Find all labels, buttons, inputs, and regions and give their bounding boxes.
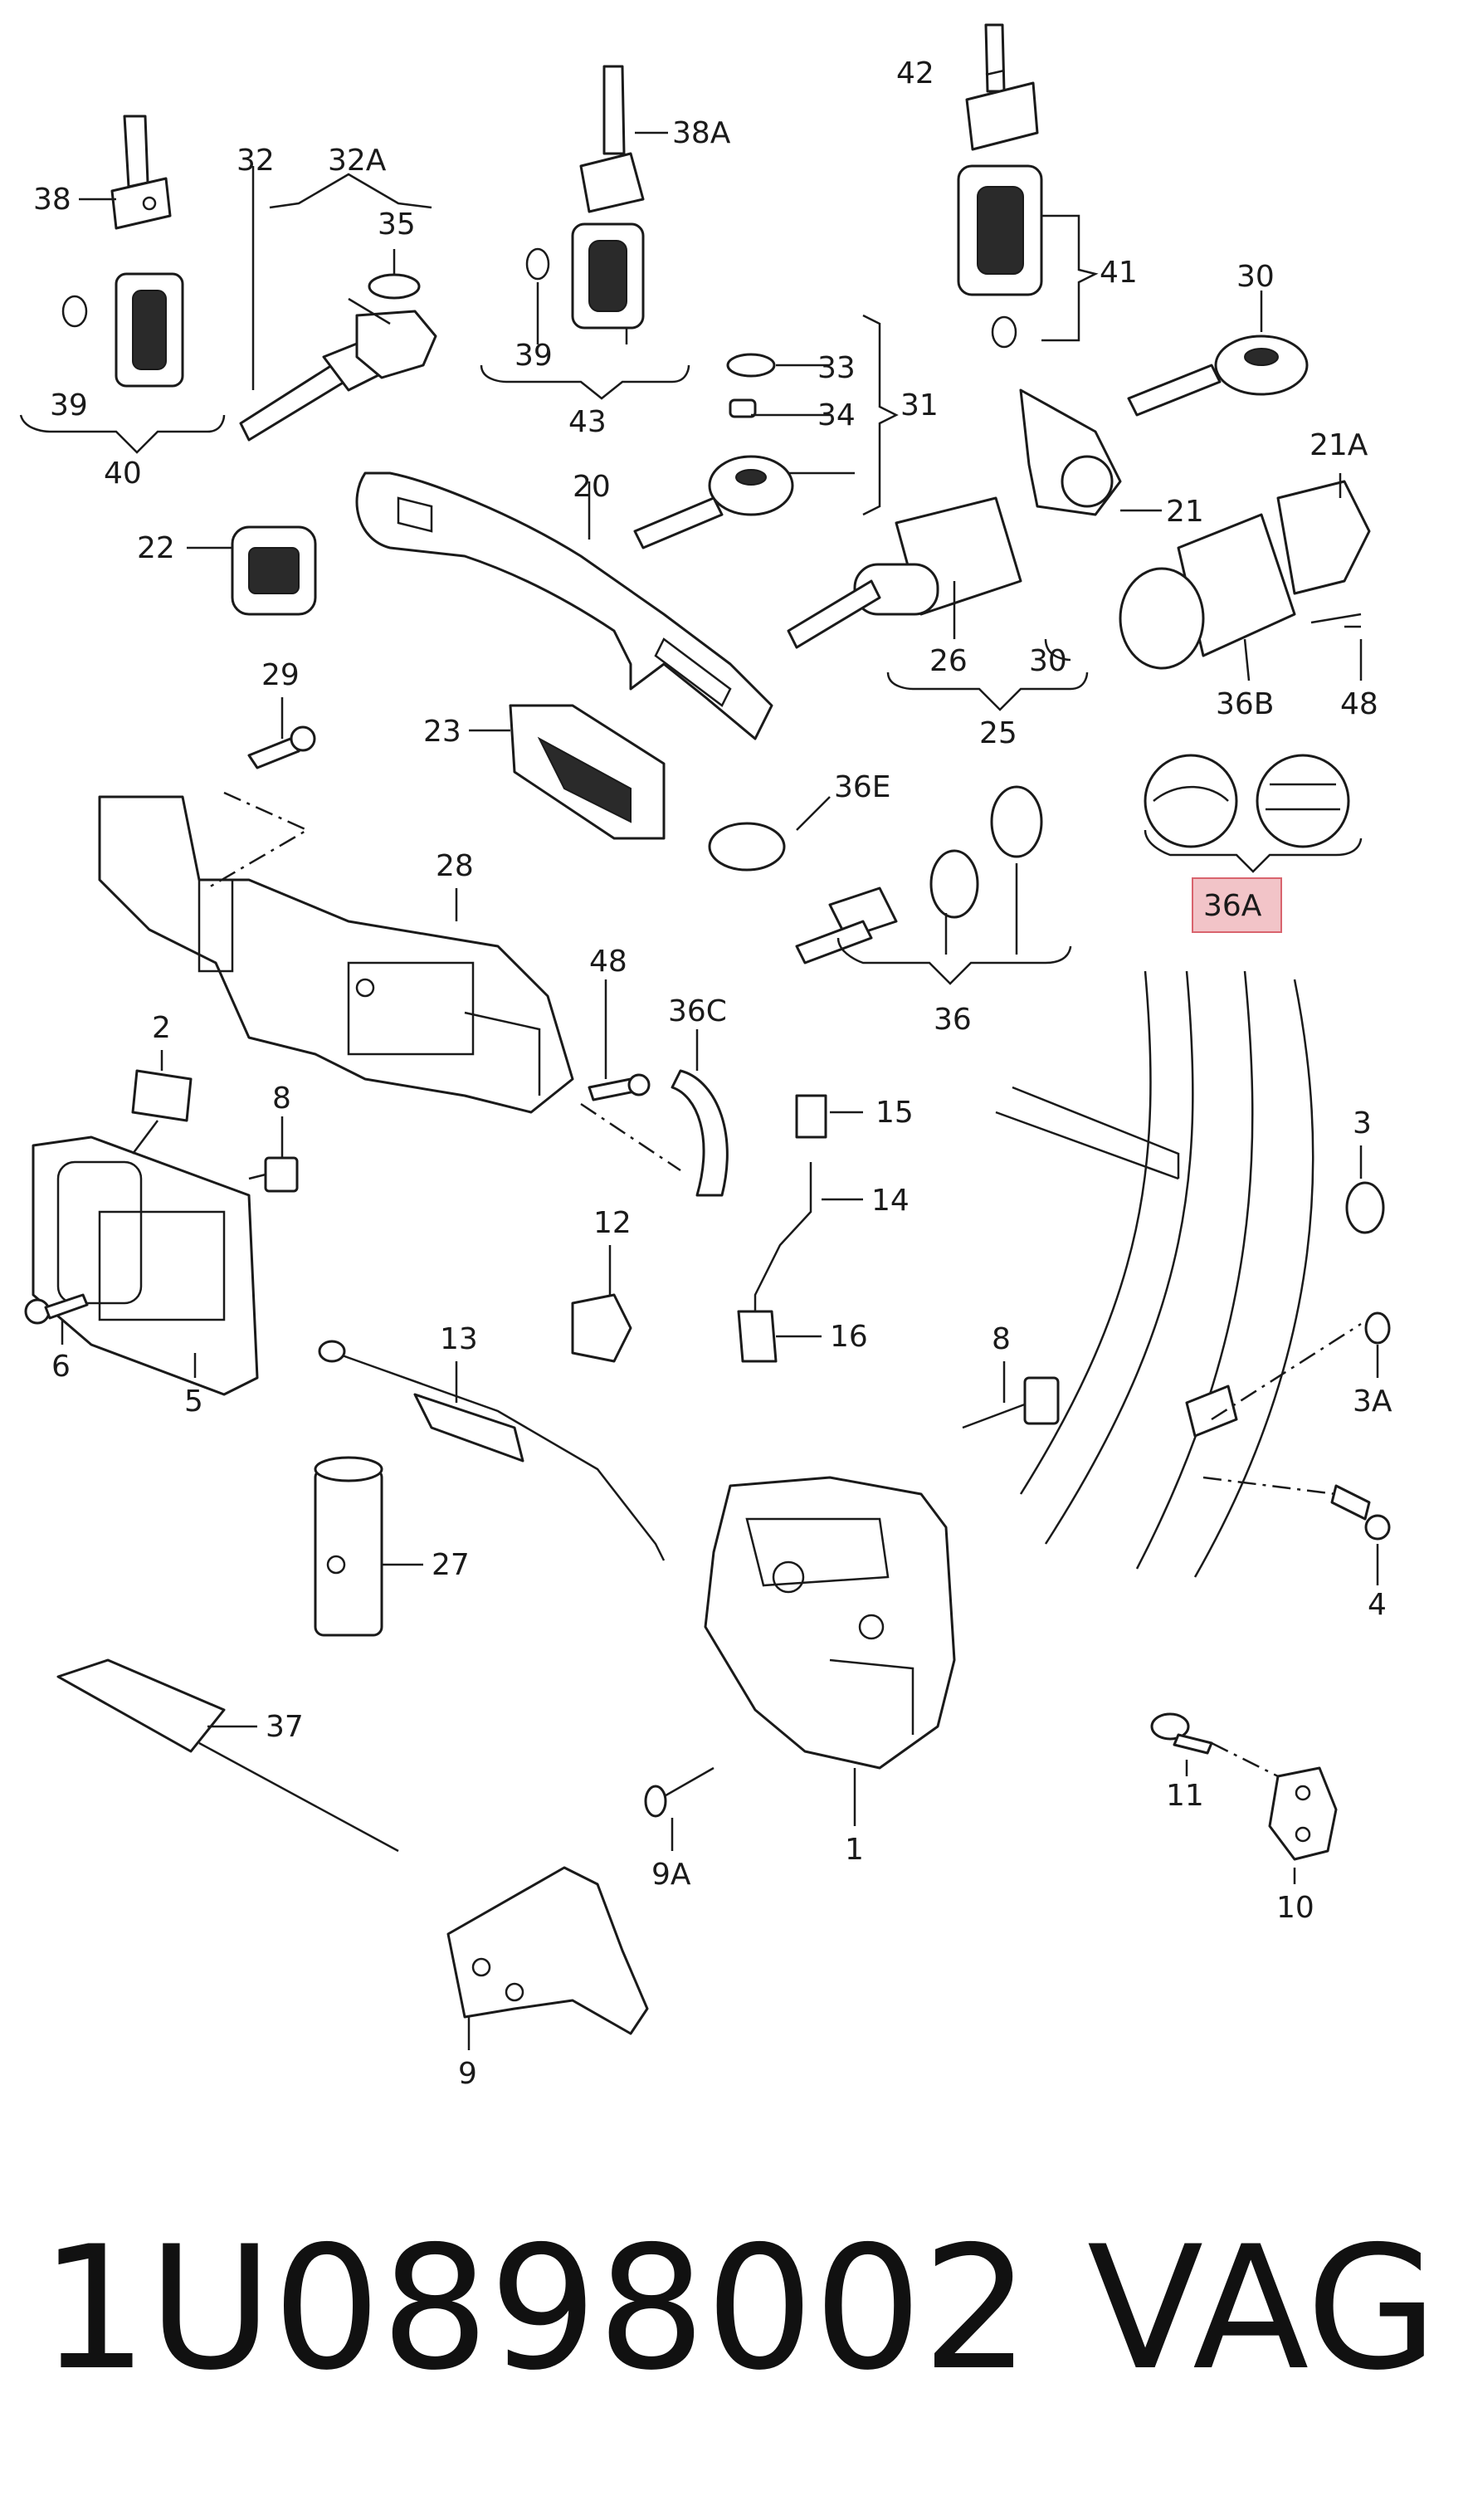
label-28: 28: [436, 849, 474, 883]
part-number: 1U0898002: [40, 2210, 1031, 2408]
label-25: 25: [979, 716, 1017, 750]
label-37: 37: [266, 1710, 304, 1744]
label-29: 29: [261, 658, 300, 692]
label-48-mid: 48: [589, 945, 627, 979]
brand-name: VAG: [1087, 2210, 1438, 2408]
label-12: 12: [593, 1206, 632, 1240]
label-35: 35: [378, 208, 416, 242]
part-key-32: [239, 273, 437, 442]
part-screw-29: [247, 725, 316, 769]
part-door-frame: [995, 970, 1391, 1578]
label-22: 22: [137, 531, 175, 565]
leader-lines: [19, 69, 1379, 2050]
highlight-box-36a: [1192, 877, 1282, 933]
part-housing-28: [98, 795, 574, 1114]
part-pin-9a: [644, 1766, 714, 1818]
label-30-set: 30: [1029, 644, 1067, 678]
label-36: 36: [934, 1003, 972, 1037]
part-clip-7: [264, 1156, 299, 1193]
label-23: 23: [423, 715, 461, 749]
label-39-mid: 39: [515, 339, 553, 373]
part-key-30: [1127, 335, 1309, 417]
part-cylinder-26: [787, 496, 1022, 649]
part-key-42: [957, 23, 1043, 349]
part-lock-1: [704, 1476, 956, 1770]
part-clip-36c: [671, 1069, 729, 1197]
label-1: 1: [845, 1833, 864, 1867]
label-5: 5: [184, 1385, 203, 1419]
label-36a: 36A: [1203, 889, 1262, 923]
label-27: 27: [432, 1548, 470, 1582]
part-covers-36a: [1144, 754, 1350, 848]
part-cable-13: [318, 1340, 666, 1561]
label-3a: 3A: [1353, 1385, 1392, 1419]
label-42: 42: [896, 56, 934, 90]
part-key-31: [633, 353, 794, 549]
label-9: 9: [458, 2057, 477, 2091]
part-key-38: [110, 115, 172, 230]
label-38: 38: [33, 183, 71, 217]
label-7: 8: [272, 1082, 291, 1116]
label-14: 14: [871, 1184, 910, 1218]
label-3: 3: [1353, 1106, 1372, 1140]
label-2: 2: [152, 1011, 171, 1045]
label-43: 43: [568, 405, 607, 439]
part-gasket-22: [231, 525, 317, 616]
label-4: 4: [1368, 1588, 1387, 1622]
part-clip-2: [131, 1069, 193, 1122]
label-36e: 36E: [834, 770, 891, 804]
label-36c: 36C: [668, 994, 727, 1028]
part-cylinder-36b: [1119, 480, 1371, 670]
part-bracket-21: [1019, 388, 1122, 516]
label-36b: 36B: [1216, 687, 1275, 721]
part-clip-12: [571, 1293, 632, 1363]
parts-diagram: 38 39 40 32 32A 35 38A 39 43 42 41 30 33…: [19, 23, 1392, 2091]
callout-labels: 38 39 40 32 32A 35 38A 39 43 42 41 30 33…: [33, 56, 1392, 2091]
label-15: 15: [875, 1096, 914, 1130]
label-30-key: 30: [1236, 260, 1275, 294]
label-31: 31: [900, 388, 939, 422]
label-41: 41: [1100, 256, 1138, 290]
label-48-top: 48: [1340, 687, 1378, 721]
label-38a: 38A: [672, 116, 731, 150]
label-9a: 9A: [651, 1858, 691, 1892]
label-13: 13: [440, 1322, 478, 1356]
part-rod-14: [737, 1094, 827, 1363]
part-remote-40: [61, 272, 184, 388]
part-bracket-9: [446, 1866, 649, 2035]
part-frame-23: [509, 704, 666, 840]
part-pin-8: [962, 1376, 1060, 1429]
label-16: 16: [830, 1320, 868, 1354]
label-40: 40: [104, 457, 142, 491]
label-10: 10: [1276, 1891, 1314, 1925]
label-34: 34: [817, 398, 856, 432]
label-20: 20: [573, 470, 611, 504]
label-32a: 32A: [328, 144, 387, 178]
label-8: 8: [992, 1322, 1011, 1356]
part-screw-48: [588, 1073, 651, 1101]
label-21a: 21A: [1309, 428, 1368, 462]
part-bezel-36e: [708, 785, 1043, 965]
part-key-38a: [525, 65, 645, 330]
label-11: 11: [1166, 1779, 1204, 1813]
part-tag-37: [56, 1658, 399, 1853]
part-bolt-4: [1330, 1484, 1391, 1541]
part-spray-27: [314, 1456, 383, 1637]
part-screw-6: [24, 1293, 89, 1325]
label-26: 26: [929, 644, 968, 678]
label-33: 33: [817, 351, 856, 385]
label-21: 21: [1166, 495, 1204, 529]
label-39-left: 39: [50, 388, 88, 422]
label-32: 32: [237, 144, 275, 178]
part-handle-20: [355, 471, 773, 740]
label-6: 6: [51, 1350, 71, 1384]
part-striker-10: [1150, 1712, 1338, 1861]
